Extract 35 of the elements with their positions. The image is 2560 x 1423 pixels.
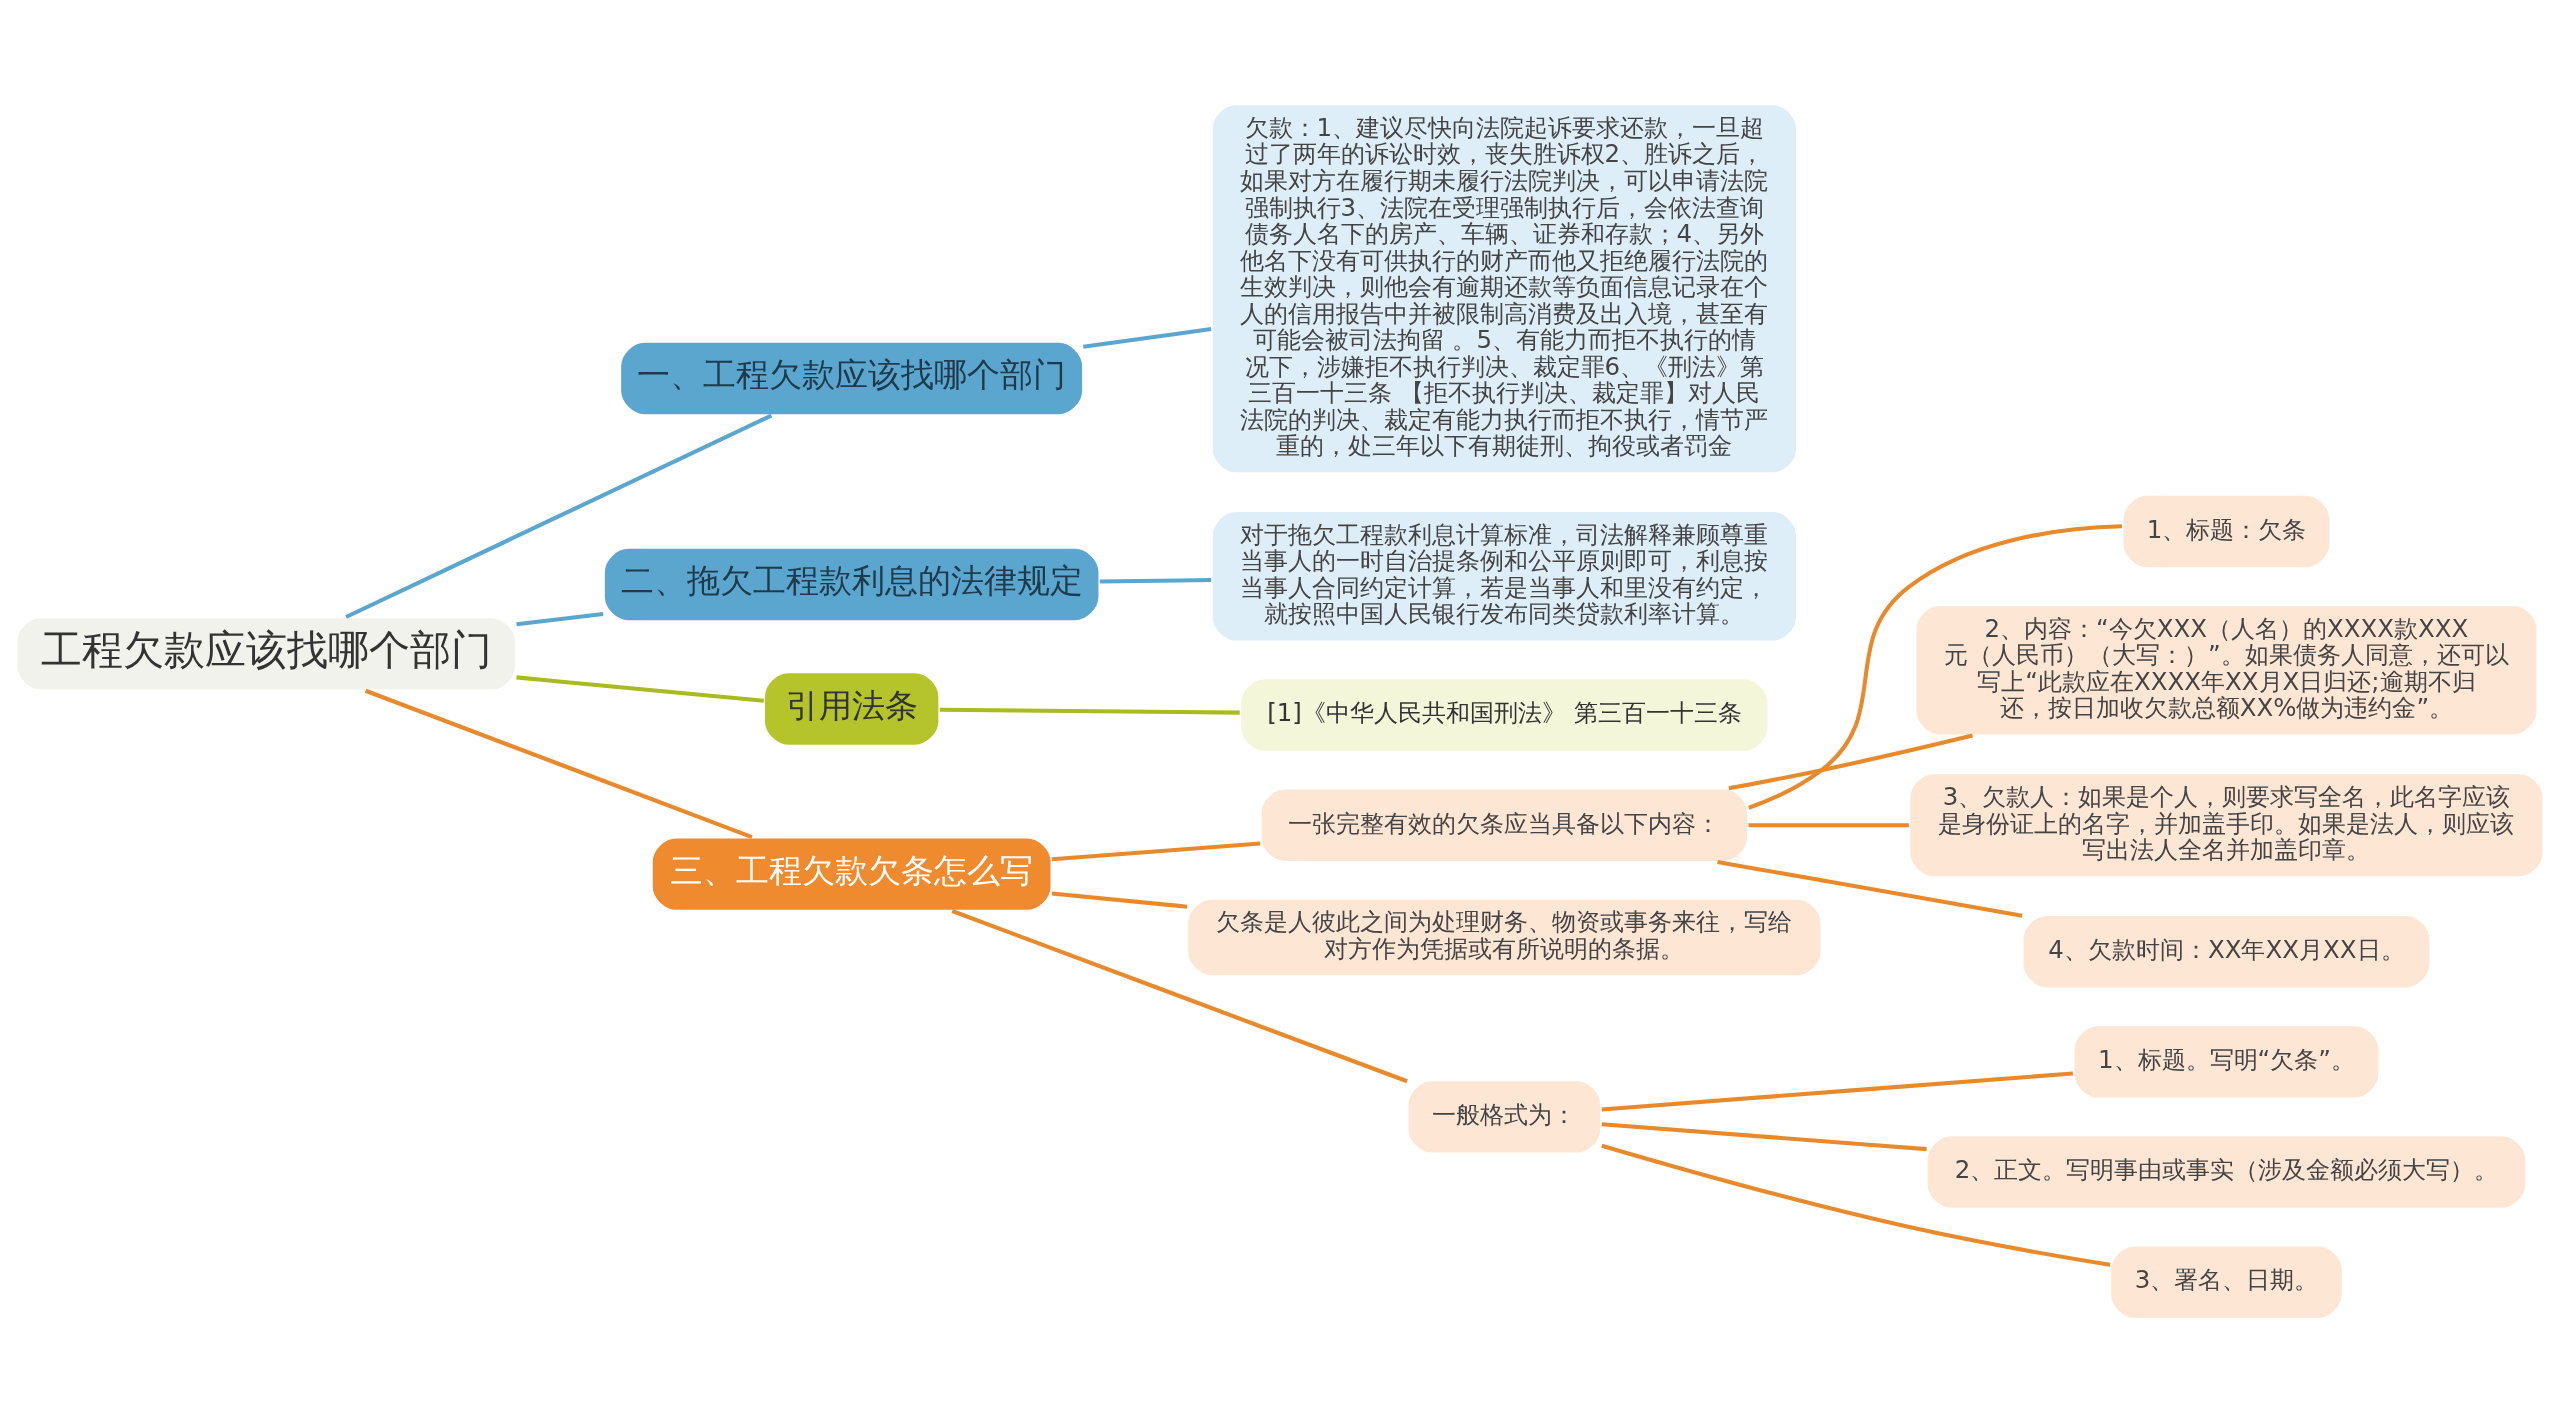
- node-box: 工程欠款应该找哪个部门: [15, 616, 518, 692]
- connector: [1051, 891, 1188, 909]
- connector: [1051, 841, 1261, 862]
- node-box: 2、正文。写明事由或事实（涉及金额必须大写）。: [1925, 1134, 2528, 1210]
- node-box: 三、工程欠款欠条怎么写: [650, 836, 1053, 912]
- connector: [939, 707, 1240, 715]
- connector: [516, 675, 764, 703]
- node-box: [1]《中华人民共和国刑法》 第三百一十三条: [1239, 677, 1770, 753]
- node-box: 欠条是人彼此之间为处理财务、物资或事务来往，写给对方作为凭据或有所说明的条据。: [1186, 897, 1823, 978]
- node-box: 4、欠款时间：XX年XX月XX日。: [2021, 913, 2432, 990]
- node-box: 一张完整有效的欠条应当具备以下内容：: [1259, 787, 1750, 863]
- node-box: 3、欠款人：如果是个人，则要求写全名，此名字应该是身份证上的名字，并加盖手印。如果是法人，则应该写出法人全名并加盖印章。: [1908, 772, 2545, 879]
- connector: [1099, 578, 1212, 584]
- connector: [516, 611, 604, 627]
- connector: [951, 909, 1408, 1084]
- connector: [364, 688, 753, 840]
- node-box: 引用法条: [762, 671, 941, 747]
- node-box: 1、标题：欠条: [2121, 493, 2332, 570]
- connector: [1728, 733, 1974, 791]
- connector: [1717, 860, 2023, 918]
- node-box: 对于拖欠工程款利息计算标准，司法解释兼顾尊重当事人的一时自治提条例和公平原则即可，利息按当事人合同约定计算，若是当事人和里没有约定，就按照中国人民银行发布同类贷款利率计算。: [1210, 510, 1799, 643]
- node-box: 欠款：1、建议尽快向法院起诉要求还款，一旦超过了两年的诉讼时效，丧失胜诉权2、胜诉之后，如果对方在履行期未履行法院判决，可以申请法院强制执行3、法院在受理强制执行后，会依法查询债务人名下的房产、车辆、证券和存款；4、另外他名下没有可供执行的财产而他又拒绝履行法院的生效判决，则他会有逾期还款等负面信息记录在个人的信用报告中并被限制高消费及出入境，甚至有可能会被司法拘留 。5、有能力而拒不执行的情况下，涉嫌拒不执行判决、裁定罪6、《刑法》第三百一十三条 【拒不执行判决、裁定罪】对人民法院的判决、裁定有能力执行而拒不执行，情节严重的，处三年以下有期徒刑、拘役或者罚金: [1210, 103, 1799, 475]
- node-box: 二、拖欠工程款利息的法律规定: [602, 546, 1101, 623]
- connector: [1601, 1122, 1927, 1152]
- connector: [1748, 524, 2123, 810]
- node-box: 2、内容：“今欠XXX（人名）的XXXX款XXX元（人民币）（大写：）”。如果债务人同意，还可以写上“此款应在XXXX年XX月X日归还;逾期不归还，按日加收欠款总额XX%做为违约金”。: [1914, 603, 2539, 737]
- node-box: 3、署名、日期。: [2109, 1244, 2344, 1320]
- connector: [1601, 1071, 2073, 1112]
- connector: [1083, 327, 1212, 349]
- connector: [345, 413, 773, 619]
- connector: [1748, 823, 1909, 828]
- node-box: 一般格式为：: [1406, 1079, 1603, 1155]
- connector: [1601, 1143, 2111, 1267]
- node-box: 一、工程欠款应该找哪个部门: [619, 340, 1085, 417]
- node-box: 1、标题。写明“欠条”。: [2072, 1024, 2381, 1100]
